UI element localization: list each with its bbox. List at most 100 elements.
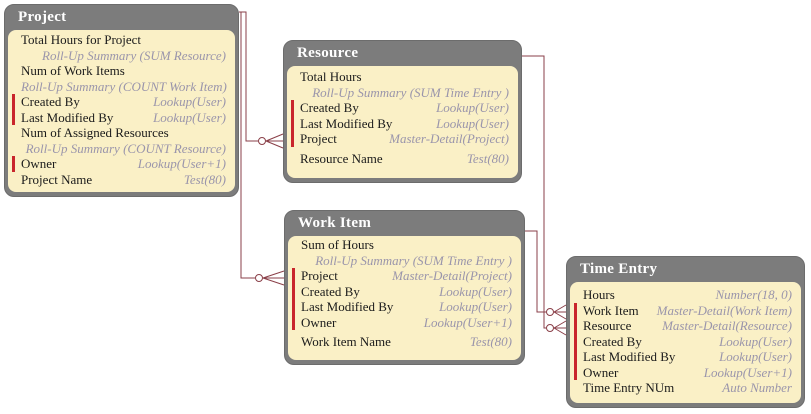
field-type: Lookup(User) bbox=[439, 283, 512, 299]
field-row: Sum of Hours bbox=[288, 237, 521, 253]
field-detail: Roll-Up Summary (COUNT Resource) bbox=[25, 140, 226, 156]
field-name: Owner bbox=[21, 156, 57, 171]
field-name: Resource bbox=[583, 318, 632, 333]
field-type: Auto Number bbox=[722, 380, 792, 395]
required-indicator bbox=[292, 299, 295, 315]
zero-cardinality-circle bbox=[258, 137, 266, 145]
relationship-line bbox=[525, 230, 546, 313]
field-row: Owner Lookup(User+1) bbox=[288, 314, 521, 330]
field-type: Lookup(User) bbox=[436, 100, 509, 115]
field-name: Created By bbox=[300, 100, 359, 115]
field-row: Num of Assigned Resources bbox=[8, 125, 235, 141]
field-row: Last Modified By Lookup(User) bbox=[570, 349, 801, 365]
field-name: Num of Assigned Resources bbox=[21, 125, 169, 140]
required-indicator bbox=[574, 349, 577, 365]
field-name: Owner bbox=[301, 314, 337, 330]
field-type: Master-Detail(Project) bbox=[392, 268, 512, 283]
crow-foot-many-icon bbox=[265, 133, 284, 149]
field-row: Last Modified By Lookup(User) bbox=[287, 115, 518, 131]
entity-title: Work Item bbox=[298, 215, 372, 231]
field-row: Created By Lookup(User) bbox=[570, 333, 801, 349]
field-detail: Roll-Up Summary (SUM Time Entry ) bbox=[315, 252, 512, 268]
field-name: Project Name bbox=[21, 171, 93, 187]
entity-title: Resource bbox=[297, 45, 359, 61]
relationship-work-item-time-entry bbox=[525, 230, 567, 320]
field-detail: Roll-Up Summary (SUM Time Entry ) bbox=[312, 84, 509, 100]
relationship-resource-time-entry bbox=[522, 55, 567, 336]
required-indicator bbox=[12, 156, 15, 172]
field-row: Created By Lookup(User) bbox=[288, 283, 521, 299]
field-name: Owner bbox=[583, 364, 619, 380]
field-detail: Roll-Up Summary (COUNT Work Item) bbox=[21, 78, 227, 94]
required-indicator bbox=[574, 302, 577, 318]
field-name: Work Item bbox=[583, 302, 639, 318]
crow-foot-many-icon bbox=[553, 304, 567, 320]
field-name: Time Entry NUm bbox=[583, 380, 675, 395]
field-name: Project bbox=[301, 268, 338, 283]
required-indicator bbox=[291, 131, 294, 147]
entity-title: Project bbox=[18, 9, 67, 25]
zero-cardinality-circle bbox=[546, 324, 554, 332]
field-row: Resource Master-Detail(Resource) bbox=[570, 318, 801, 334]
required-indicator bbox=[292, 268, 295, 284]
field-detail: Roll-Up Summary (SUM Resource) bbox=[42, 47, 226, 63]
field-row: Created By Lookup(User) bbox=[287, 100, 518, 116]
field-name: Created By bbox=[21, 94, 80, 109]
field-row: Total Hours for Project bbox=[8, 32, 235, 48]
field-type: Lookup(User) bbox=[153, 109, 226, 125]
field-name: Sum of Hours bbox=[301, 237, 374, 252]
relationship-line bbox=[522, 55, 546, 329]
field-type: Master-Detail(Work Item) bbox=[656, 302, 792, 318]
field-name: Total Hours for Project bbox=[21, 32, 142, 47]
required-indicator bbox=[12, 94, 15, 110]
field-name: Project bbox=[300, 131, 337, 146]
zero-cardinality-circle bbox=[255, 274, 263, 282]
required-indicator bbox=[291, 115, 294, 131]
relationship-project-resource bbox=[239, 11, 284, 149]
required-indicator bbox=[574, 318, 577, 334]
field-name: Created By bbox=[583, 333, 642, 349]
field-type: Lookup(User+1) bbox=[423, 314, 512, 330]
field-name: Last Modified By bbox=[583, 349, 676, 364]
relationship-line bbox=[239, 11, 255, 279]
required-indicator bbox=[574, 333, 577, 349]
field-type: Lookup(User+1) bbox=[137, 156, 226, 171]
crow-foot-many-icon bbox=[262, 270, 285, 286]
zero-cardinality-circle bbox=[546, 308, 554, 316]
field-row: Num of Work Items bbox=[8, 63, 235, 79]
field-name: Created By bbox=[301, 283, 360, 299]
field-name: Work Item Name bbox=[301, 334, 391, 349]
field-type: Lookup(User) bbox=[439, 299, 512, 314]
field-type: Lookup(User) bbox=[436, 115, 509, 131]
field-type: Lookup(User) bbox=[719, 349, 792, 364]
field-name: Resource Name bbox=[300, 150, 383, 166]
required-indicator bbox=[574, 364, 577, 380]
field-name: Last Modified By bbox=[300, 115, 393, 131]
relationship-line bbox=[239, 11, 258, 142]
field-row: Project Master-Detail(Project) bbox=[288, 268, 521, 284]
field-type: Number(18, 0) bbox=[715, 287, 792, 302]
field-row: Total Hours bbox=[287, 69, 518, 85]
field-row: Owner Lookup(User+1) bbox=[8, 156, 235, 172]
field-type: Lookup(User) bbox=[719, 333, 792, 349]
relationship-project-work-item bbox=[239, 11, 285, 286]
required-indicator bbox=[291, 100, 294, 116]
field-name: Num of Work Items bbox=[21, 63, 125, 78]
field-type: Master-Detail(Resource) bbox=[662, 318, 792, 333]
